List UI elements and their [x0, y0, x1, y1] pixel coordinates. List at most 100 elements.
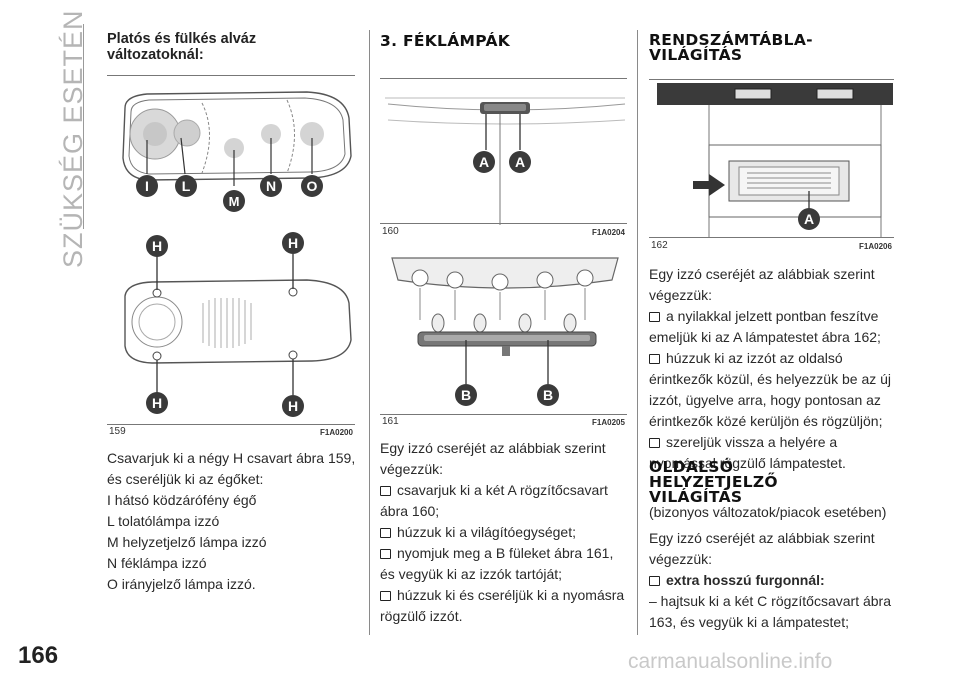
callout-L: L [175, 175, 197, 197]
svg-text:L: L [182, 178, 191, 194]
text-line: emeljük ki az A lámpatestet ábra 162; [649, 329, 881, 345]
callout-H: H [282, 232, 304, 254]
text-line: Csavarjuk ki a négy H csavart ábra 159, [107, 450, 356, 466]
figure-160-brake-lamp-screws: A A [385, 97, 626, 225]
text-line: végezzük: [649, 287, 713, 303]
body-text: (bizonyos változatok/piacok esetében) Eg… [649, 502, 904, 633]
svg-text:A: A [479, 154, 489, 170]
figure-159-rear-lamp: I L M N O H H H H [122, 91, 352, 417]
figure-number: 160 [382, 226, 399, 237]
text-line: – hajtsuk ki a két C rögzítőcsavart ábra [649, 593, 891, 609]
bullet-icon [380, 591, 391, 601]
text-line: I hátsó ködzárófény égő [107, 492, 257, 508]
bullet-item: extra hosszú furgonnál: [649, 570, 904, 591]
text-line: izzót, ügyelve arra, hogy pontosan az [649, 392, 881, 408]
text-line: nyomással rögzülő lámpatestet. [649, 455, 846, 471]
text-line: érintkezők közül, és helyezzük be az új [649, 371, 892, 387]
figure-number: 161 [382, 416, 399, 427]
svg-text:M: M [229, 194, 240, 209]
figure-code: F1A0206 [859, 242, 892, 251]
side-divider [83, 24, 84, 229]
svg-text:B: B [543, 387, 553, 403]
bullet-icon [380, 486, 391, 496]
callout-O: O [301, 175, 323, 197]
bullet-item: a nyilakkal jelzett pontban feszítve [649, 306, 904, 327]
heading-line: Platós és fülkés alváz [107, 31, 257, 47]
figure-bottom-rule [649, 237, 894, 238]
bullet-item: csavarjuk ki a két A rögzítőcsavart [380, 480, 635, 501]
svg-text:B: B [461, 387, 471, 403]
text-line: végezzük: [380, 461, 444, 477]
text-line: Egy izzó cseréjét az alábbiak szerint [380, 440, 606, 456]
text-line: N féklámpa izzó [107, 555, 207, 571]
figure-bottom-rule [380, 414, 627, 415]
heading-line: változatoknál: [107, 47, 204, 63]
figure-top-rule [107, 75, 355, 76]
figure-top-rule [380, 78, 627, 79]
callout-H: H [146, 392, 168, 414]
text-line: rögzülő izzót. [380, 608, 463, 624]
svg-text:N: N [266, 178, 276, 194]
heading-line: OLDALSÓ [649, 458, 734, 476]
section-heading-plate-light: RENDSZÁMTÁBLA- VILÁGÍTÁS [649, 31, 813, 64]
subtitle: (bizonyos változatok/piacok esetében) [649, 504, 887, 520]
page-number: 166 [18, 642, 59, 669]
section-heading-brake-lights: 3. FÉKLÁMPÁK [380, 32, 511, 50]
callout-B: B [537, 384, 559, 406]
figure-number: 162 [651, 240, 668, 251]
text-line: L tolatólámpa izzó [107, 513, 220, 529]
text-line: M helyzetjelző lámpa izzó [107, 534, 267, 550]
figure-code: F1A0205 [592, 418, 625, 427]
callout-N: N [260, 175, 282, 197]
callout-B: B [455, 384, 477, 406]
figure-162-plate-lamp: A [657, 83, 893, 237]
column-divider-1 [369, 30, 370, 635]
svg-text:A: A [804, 211, 814, 227]
callout-H: H [146, 235, 168, 257]
callout-A: A [473, 151, 495, 173]
figure-bottom-rule [380, 223, 627, 224]
svg-text:H: H [152, 238, 162, 254]
bullet-icon [649, 354, 660, 364]
text-line: ábra 160; [380, 503, 440, 519]
callout-I: I [136, 175, 158, 197]
bullet-icon [649, 576, 660, 586]
bullet-item: szereljük vissza a helyére a [649, 432, 904, 453]
svg-text:I: I [145, 178, 149, 194]
figure-top-rule [649, 79, 894, 80]
section-heading-side-marker: OLDALSÓ HELYZETJELZŐ VILÁGÍTÁS [649, 458, 778, 506]
text-line: Egy izzó cseréjét az alábbiak szerint [649, 530, 875, 546]
callout-A: A [509, 151, 531, 173]
svg-text:H: H [152, 395, 162, 411]
bullet-item: húzzuk ki az izzót az oldalsó [649, 348, 904, 369]
body-text: Csavarjuk ki a négy H csavart ábra 159, … [107, 448, 362, 595]
figure-number: 159 [109, 426, 126, 437]
chapter-side-title: SZÜKSÉG ESETÉN [26, 9, 88, 270]
watermark: carmanualsonline.info [628, 650, 833, 673]
section-heading-platform: Platós és fülkés alváz változatoknál: [107, 31, 357, 63]
bullet-item: húzzuk ki és cseréljük ki a nyomásra [380, 585, 635, 606]
text-line: végezzük: [649, 551, 713, 567]
figure-bottom-rule [107, 424, 355, 425]
heading-line: HELYZETJELZŐ [649, 473, 778, 491]
bullet-icon [649, 312, 660, 322]
text-line: 163, és vegyük ki a lámpatestet; [649, 614, 849, 630]
heading-line: RENDSZÁMTÁBLA- [649, 31, 813, 49]
figure-code: F1A0200 [320, 428, 353, 437]
heading-line: VILÁGÍTÁS [649, 488, 743, 506]
text-line: és vegyük ki az izzók tartóját; [380, 566, 563, 582]
figure-code: F1A0204 [592, 228, 625, 237]
bullet-item: húzzuk ki a világítóegységet; [380, 522, 635, 543]
svg-text:O: O [307, 178, 318, 194]
svg-text:H: H [288, 398, 298, 414]
bullet-item: nyomjuk meg a B füleket ábra 161, [380, 543, 635, 564]
text-line: Egy izzó cseréjét az alábbiak szerint [649, 266, 875, 282]
column-divider-2 [637, 30, 638, 635]
callout-M: M [223, 190, 245, 212]
callout-A: A [798, 208, 820, 230]
bullet-icon [380, 549, 391, 559]
text-line: és cseréljük ki az égőket: [107, 471, 264, 487]
bullet-icon [649, 438, 660, 448]
body-text: Egy izzó cseréjét az alábbiak szerint vé… [380, 438, 635, 627]
heading-line: VILÁGÍTÁS [649, 46, 743, 64]
